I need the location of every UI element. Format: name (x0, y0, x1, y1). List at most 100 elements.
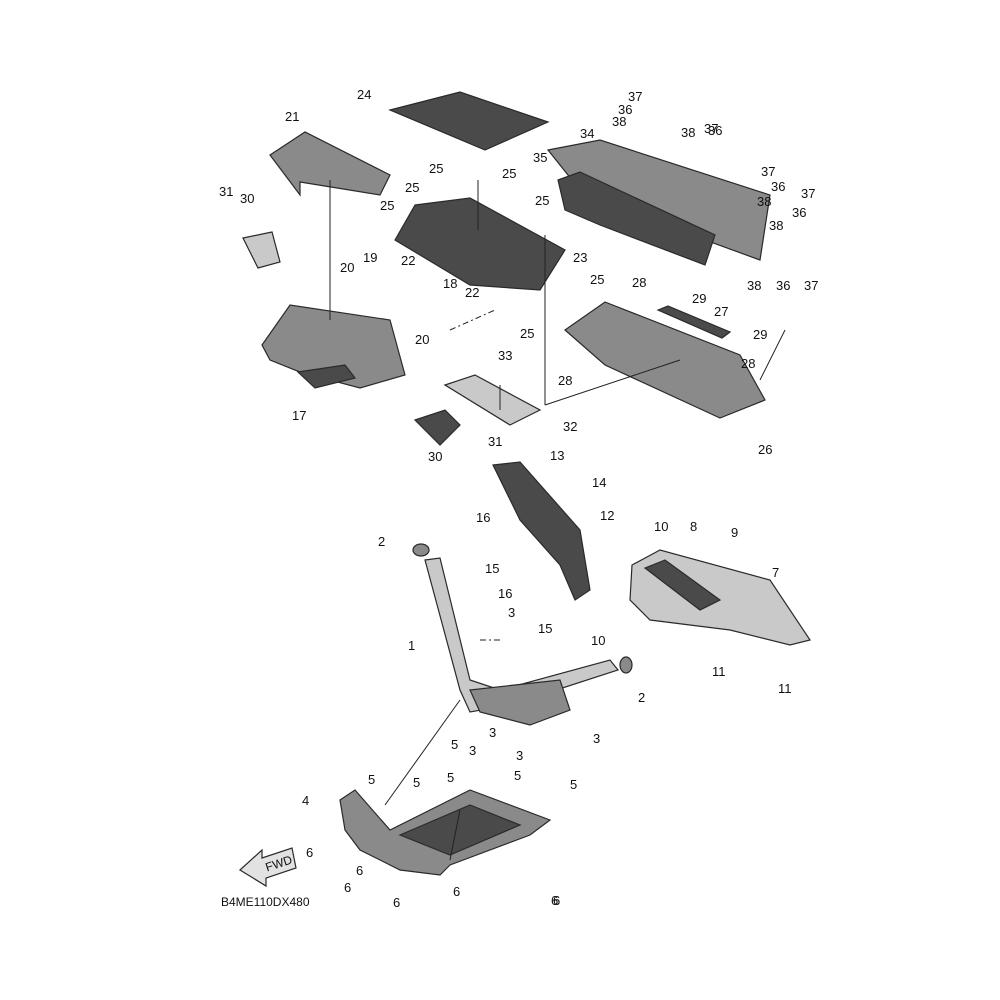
callout-label: 28 (632, 275, 646, 290)
part-17-lower (296, 364, 357, 389)
callout-label: 17 (292, 408, 306, 423)
callout-label: 30 (240, 191, 254, 206)
part-27-strip (656, 305, 732, 339)
callout-label: 10 (591, 633, 605, 648)
callout-label: 16 (476, 510, 490, 525)
callout-label: 21 (285, 109, 299, 124)
callout-label: 38 (747, 278, 761, 293)
callout-label: 30 (428, 449, 442, 464)
callout-label: 37 (628, 89, 642, 104)
leader-line (449, 809, 461, 861)
callout-label: 29 (692, 291, 706, 306)
callout-label: 38 (769, 218, 783, 233)
callout-label: 25 (590, 272, 604, 287)
callout-label: 9 (731, 525, 738, 540)
callout-label: 36 (776, 278, 790, 293)
callout-label: 36 (708, 123, 722, 138)
part-32-plate (443, 374, 542, 426)
callout-label: 1 (408, 638, 415, 653)
part-1-frame (424, 557, 620, 713)
callout-label: 24 (357, 87, 371, 102)
part-23-shield (394, 197, 566, 291)
callout-label: 14 (592, 475, 606, 490)
part-1-bracket (469, 679, 571, 726)
callout-label: 6 (306, 845, 313, 860)
diagram-code: B4ME110DX480 (221, 895, 310, 909)
callout-label: 3 (508, 605, 515, 620)
callout-label: 26 (758, 442, 772, 457)
callout-label: 6 (393, 895, 400, 910)
callout-label: 5 (368, 772, 375, 787)
callout-label: 15 (538, 621, 552, 636)
callout-label: 28 (741, 356, 755, 371)
part-24-panel (388, 91, 550, 151)
dash-line (449, 309, 496, 331)
callout-label: 2 (378, 534, 385, 549)
callout-label: 5 (570, 777, 577, 792)
callout-label: 6 (553, 893, 560, 908)
fwd-arrow-icon: FWD (239, 847, 297, 888)
callout-label: 31 (488, 434, 502, 449)
callout-label: 36 (771, 179, 785, 194)
callout-label: 5 (413, 775, 420, 790)
part-21-shield (269, 131, 391, 197)
callout-label: 25 (520, 326, 534, 341)
callout-labels: 1 2 2 3 3 3 3 3 4 5 5 5 5 5 5 6 6 6 6 6 … (219, 87, 818, 910)
callout-label: 11 (778, 681, 792, 696)
callout-label: 25 (502, 166, 516, 181)
callout-label: 3 (516, 748, 523, 763)
callout-label: 31 (219, 184, 233, 199)
callout-label: 18 (443, 276, 457, 291)
callout-label: 6 (344, 880, 351, 895)
callout-label: 25 (405, 180, 419, 195)
part-2-cap-top (412, 543, 430, 557)
callout-label: 6 (356, 863, 363, 878)
callout-label: 3 (469, 743, 476, 758)
leader-line (544, 359, 681, 406)
callout-label: 6 (453, 884, 460, 899)
callout-label: 36 (618, 102, 632, 117)
callout-label: 37 (704, 121, 718, 136)
callout-label: 28 (558, 373, 572, 388)
callout-label: 3 (593, 731, 600, 746)
callout-label: 12 (600, 508, 614, 523)
callout-label: 38 (612, 114, 626, 129)
part-2-cap-right (619, 656, 633, 674)
callout-label: 25 (380, 198, 394, 213)
callout-label: 35 (533, 150, 547, 165)
callout-label: 29 (753, 327, 767, 342)
callout-label: 38 (681, 125, 695, 140)
callout-label: 25 (535, 193, 549, 208)
leader-line (384, 699, 461, 806)
callout-label: 10 (654, 519, 668, 534)
part-4-inner (398, 804, 522, 856)
callout-label: 5 (451, 737, 458, 752)
part-26-shield (564, 301, 766, 419)
callout-label: 23 (573, 250, 587, 265)
callout-label: 27 (714, 304, 728, 319)
callout-label: 11 (712, 664, 726, 679)
part-35-shield (557, 171, 716, 266)
callout-label: 6 (551, 893, 558, 908)
part-7-inner (643, 559, 722, 611)
callout-label: 5 (447, 770, 454, 785)
callout-label: 8 (690, 519, 697, 534)
callout-label: 33 (498, 348, 512, 363)
callout-label: 20 (340, 260, 354, 275)
part-30-bracket-bottom (413, 409, 461, 446)
callout-label: 3 (489, 725, 496, 740)
callout-label: 5 (514, 768, 521, 783)
callout-label: 36 (792, 205, 806, 220)
callout-label: 37 (761, 164, 775, 179)
callout-label: 38 (757, 194, 771, 209)
callout-label: 34 (580, 126, 594, 141)
callout-label: 7 (772, 565, 779, 580)
callout-label: 25 (429, 161, 443, 176)
callout-label: 4 (302, 793, 309, 808)
callout-label: 20 (415, 332, 429, 347)
callout-label: 22 (401, 253, 415, 268)
callout-label: 13 (550, 448, 564, 463)
callout-label: 15 (485, 561, 499, 576)
callout-label: 16 (498, 586, 512, 601)
